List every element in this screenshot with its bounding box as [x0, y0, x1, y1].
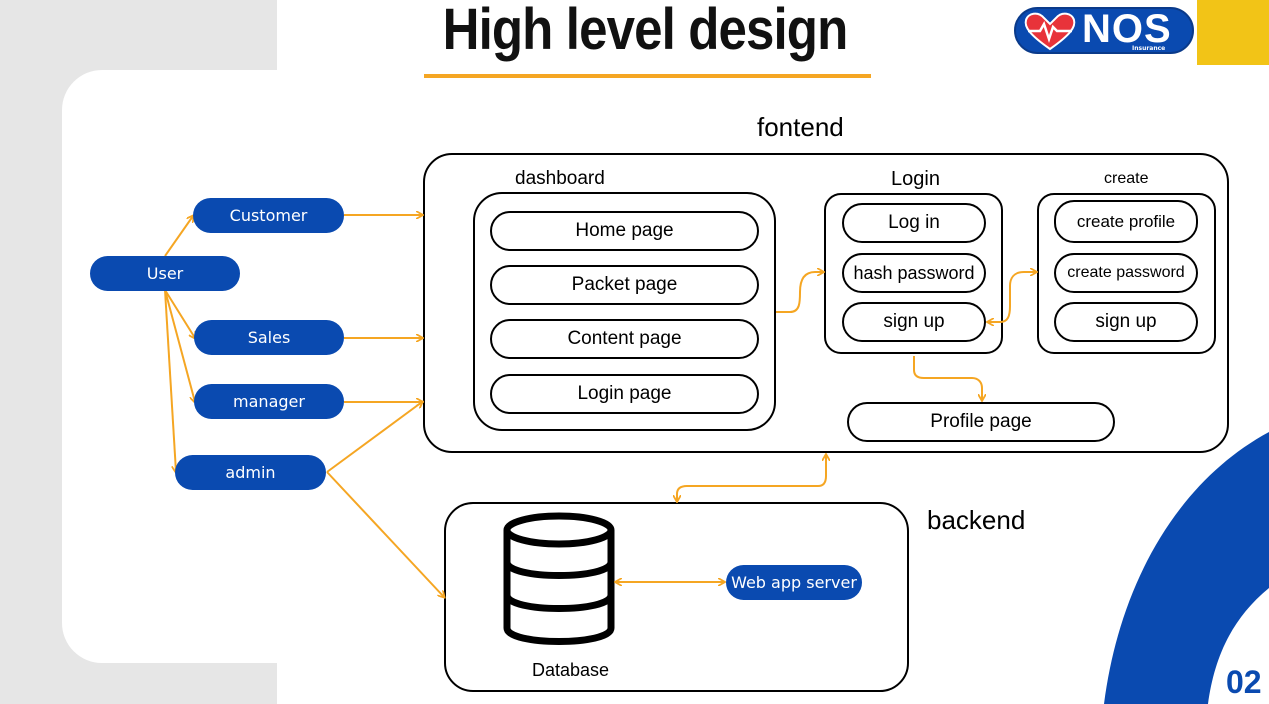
profile-page: Profile page [847, 402, 1115, 442]
backend-label: backend [927, 505, 1026, 535]
heart-icon [1024, 12, 1076, 51]
yellow-accent [1197, 0, 1269, 65]
arrow-dashboard-login [776, 272, 823, 313]
logo-subtext: Insurance [1132, 45, 1166, 52]
create-password: create password [1054, 253, 1198, 293]
dashboard-home-page: Home page [490, 211, 759, 251]
database-icon [503, 512, 615, 645]
dashboard-content-page: Content page [490, 319, 759, 359]
create-label: create [1104, 170, 1149, 187]
login-sign-up: sign up [842, 302, 986, 342]
dashboard-label: dashboard [515, 168, 605, 189]
dashboard-login-page: Login page [490, 374, 759, 414]
page-number: 02 [1226, 664, 1262, 700]
arrow-admin-backend [326, 471, 444, 597]
actor-user: User [90, 256, 240, 291]
blue-arc-decoration [1104, 432, 1269, 704]
dashboard-packet-page: Packet page [490, 265, 759, 305]
page-title: High level design [442, 0, 849, 62]
actor-admin: admin [175, 455, 326, 490]
actor-customer: Customer [193, 198, 344, 233]
login-label: Login [891, 168, 940, 190]
arrow-user-manager [164, 289, 195, 402]
login-hash-password: hash password [842, 253, 986, 293]
dashboard-container [473, 192, 776, 431]
web-app-server: Web app server [726, 565, 862, 600]
create-profile: create profile [1054, 200, 1198, 243]
logo-text: NOS [1082, 7, 1172, 51]
arrow-backend-frontend [677, 455, 826, 501]
frontend-label: fontend [757, 112, 844, 142]
nos-logo: NOS Insurance [1014, 7, 1194, 54]
arrow-signup-profile [913, 356, 982, 400]
arrow-user-admin [164, 289, 176, 472]
arrow-signup-create [988, 272, 1036, 322]
login-log-in: Log in [842, 203, 986, 243]
arrow-admin-frontend [326, 402, 422, 473]
database-label: Database [532, 660, 610, 680]
arrow-user-sales [164, 289, 195, 338]
actor-manager: manager [194, 384, 344, 419]
title-underline [424, 74, 871, 78]
arrow-user-customer [164, 216, 193, 257]
actor-sales: Sales [194, 320, 344, 355]
create-sign-up: sign up [1054, 302, 1198, 342]
